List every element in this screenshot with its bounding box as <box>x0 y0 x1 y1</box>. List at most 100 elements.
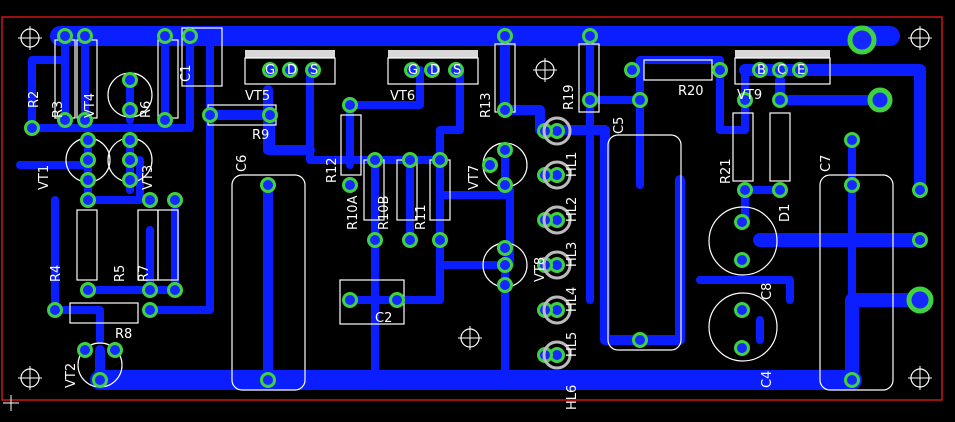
label-r7: R7 <box>137 265 152 282</box>
pad <box>844 372 860 388</box>
pad <box>260 372 276 388</box>
pad <box>167 192 183 208</box>
pad <box>624 62 640 78</box>
pad <box>792 62 808 78</box>
label-hl2: HL2 <box>565 197 580 222</box>
pad <box>432 232 448 248</box>
pad <box>342 292 358 308</box>
pad <box>497 177 513 193</box>
mount-holes <box>18 26 932 390</box>
large-pad <box>867 87 893 113</box>
pin-letter-vt5: S <box>310 63 318 78</box>
pad <box>402 152 418 168</box>
pad <box>122 172 138 188</box>
pad <box>497 142 513 158</box>
pad <box>772 62 788 78</box>
pad <box>389 292 405 308</box>
label-r21: R21 <box>719 158 734 184</box>
label-hl6: HL6 <box>565 385 580 410</box>
pad <box>632 92 648 108</box>
pad <box>182 28 198 44</box>
pad <box>77 112 93 128</box>
pad <box>912 182 928 198</box>
pad <box>367 152 383 168</box>
pad <box>260 177 276 193</box>
label-vt3: VT3 <box>141 165 156 190</box>
pin-letter-vt9: B <box>757 63 766 78</box>
label-hl3: HL3 <box>565 242 580 267</box>
label-c5: C5 <box>612 117 627 134</box>
pad <box>734 252 750 268</box>
label-r20: R20 <box>678 84 704 99</box>
board-outline <box>1 16 943 401</box>
pad <box>77 342 93 358</box>
pad <box>80 152 96 168</box>
label-vt7: VT7 <box>467 165 482 190</box>
pin-letter-vt9: C <box>777 63 786 78</box>
pad <box>482 157 498 173</box>
label-hl4: HL4 <box>565 287 580 312</box>
label-r11: R11 <box>414 204 429 230</box>
pad <box>122 152 138 168</box>
pad <box>24 120 40 136</box>
pad <box>844 132 860 148</box>
pad <box>107 342 123 358</box>
pad <box>497 240 513 256</box>
pad <box>167 282 183 298</box>
pad <box>582 28 598 44</box>
pin-letter-vt5: G <box>265 63 275 78</box>
label-vt5: VT5 <box>245 89 270 104</box>
origin-marker <box>3 395 19 411</box>
pad <box>77 28 93 44</box>
label-c7: C7 <box>819 155 834 172</box>
pad <box>157 28 173 44</box>
pad <box>772 92 788 108</box>
pad <box>497 102 513 118</box>
pad <box>737 182 753 198</box>
label-r19: R19 <box>562 84 577 110</box>
label-vt4: VT4 <box>83 93 98 118</box>
label-r9: R9 <box>252 128 269 143</box>
label-r8: R8 <box>115 327 132 342</box>
label-hl1: HL1 <box>565 152 580 177</box>
label-r12: R12 <box>325 157 340 183</box>
pad <box>734 340 750 356</box>
pad <box>122 72 138 88</box>
pad <box>424 62 440 78</box>
label-vt2: VT2 <box>64 363 79 388</box>
label-r5: R5 <box>113 265 128 282</box>
pad <box>844 177 860 193</box>
pad <box>582 92 598 108</box>
label-c6: C6 <box>235 155 250 172</box>
pin-letter-vt6: G <box>408 63 418 78</box>
pad <box>122 102 138 118</box>
label-r3: R3 <box>51 101 66 118</box>
pad <box>342 177 358 193</box>
pad <box>80 192 96 208</box>
led-rings <box>542 116 572 370</box>
label-r6: R6 <box>139 101 154 118</box>
pad <box>497 257 513 273</box>
label-vt8: VT8 <box>533 257 548 282</box>
pad <box>262 62 278 78</box>
pad <box>734 302 750 318</box>
label-r2: R2 <box>27 91 42 108</box>
pad <box>497 28 513 44</box>
pad <box>80 132 96 148</box>
pad <box>57 28 73 44</box>
pad <box>342 97 358 113</box>
pad <box>80 282 96 298</box>
label-vt1: VT1 <box>37 165 52 190</box>
pad <box>367 232 383 248</box>
pad <box>402 232 418 248</box>
label-d1: D1 <box>778 204 793 222</box>
large-pad <box>906 286 934 314</box>
pad <box>122 132 138 148</box>
label-c2: C2 <box>375 311 392 326</box>
label-c4: C4 <box>760 371 775 388</box>
label-vt9: VT9 <box>737 88 762 103</box>
pad <box>142 302 158 318</box>
large-pad <box>847 25 877 55</box>
